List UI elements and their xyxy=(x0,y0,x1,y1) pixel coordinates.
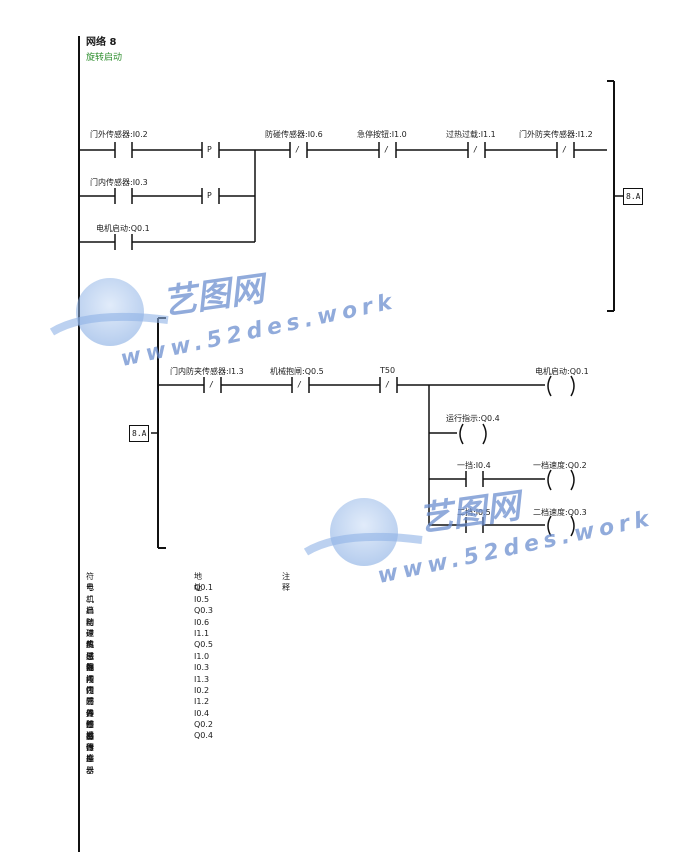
header-address: 地址 xyxy=(194,572,202,593)
nc-symbol: / xyxy=(473,145,478,154)
symbol-address: I1.3 xyxy=(194,674,210,684)
coil-label: 电机启动:Q0.1 xyxy=(535,367,589,376)
symbol-name: 电机启动 xyxy=(86,583,94,627)
contact-label: 二挡:I0.5 xyxy=(457,508,491,517)
symbol-name: 一档速度 xyxy=(86,720,94,764)
header-symbol: 符号 xyxy=(86,572,94,593)
contact-label: 一挡:I0.4 xyxy=(457,461,491,470)
contact-label: 电机启动:Q0.1 xyxy=(96,224,150,233)
symbol-name: 门内传感器 xyxy=(86,663,94,718)
connector-in[interactable]: 8.A xyxy=(129,425,150,442)
symbol-address: I0.5 xyxy=(194,594,210,604)
symbol-address: I0.2 xyxy=(194,685,210,695)
contact-label: 急停按钮:I1.0 xyxy=(357,130,407,139)
symbol-address: I0.3 xyxy=(194,663,210,673)
contact-label: 门内防夹传感器:I1.3 xyxy=(170,367,244,376)
network-comment: 旋转启动 xyxy=(86,53,123,63)
symbol-name: 二档 xyxy=(86,594,94,616)
coil-label: 运行指示:Q0.4 xyxy=(446,414,500,423)
symbol-address: I1.2 xyxy=(194,697,210,707)
coil-symbol[interactable] xyxy=(543,514,579,542)
contact-label: 门外防夹传感器:I1.2 xyxy=(519,130,593,139)
coil-label: 一档速度:Q0.2 xyxy=(533,461,587,470)
symbol-name: 过热过载 xyxy=(86,628,94,673)
symbol-name: 运行指示 xyxy=(86,731,94,775)
contact-label: 防碰传感器:I0.6 xyxy=(265,130,323,139)
coil-symbol[interactable] xyxy=(543,374,579,402)
symbol-address: Q0.1 xyxy=(194,583,214,593)
coil-label: 二档速度:Q0.3 xyxy=(533,508,587,517)
pulse-symbol: P xyxy=(207,145,212,154)
symbol-name: 一挡 xyxy=(86,708,94,730)
contact-label: 门内传感器:I0.3 xyxy=(90,178,148,187)
symbol-name: 急停按钮 xyxy=(86,651,94,695)
contact-label: 机械抱闸:Q0.5 xyxy=(270,367,324,376)
connector-out[interactable]: 8.A xyxy=(623,188,644,205)
symbol-address: I0.4 xyxy=(194,708,210,718)
contact-label: 门外传感器:I0.2 xyxy=(90,130,148,139)
symbol-address: I1.1 xyxy=(194,628,210,638)
network-title: 网络 8 xyxy=(86,37,117,48)
nc-symbol: / xyxy=(562,145,567,154)
symbol-address: I1.0 xyxy=(194,651,210,661)
symbol-name: 机械抱闸 xyxy=(86,640,94,684)
coil-symbol[interactable] xyxy=(455,422,491,450)
symbol-name: 防碰传感器 xyxy=(86,617,94,673)
nc-symbol: / xyxy=(384,145,389,154)
symbol-name: 二档速度 xyxy=(86,606,94,650)
nc-symbol: / xyxy=(295,145,300,154)
contact-label: T50 xyxy=(380,366,396,375)
header-comment: 注释 xyxy=(282,572,290,593)
contact-label: 过热过载:I1.1 xyxy=(446,130,496,139)
symbol-address: Q0.5 xyxy=(194,640,214,650)
symbol-name: 门外防夹传感器 xyxy=(86,697,94,775)
nc-symbol: / xyxy=(297,380,302,389)
nc-symbol: / xyxy=(385,380,390,389)
nc-symbol: / xyxy=(209,380,214,389)
symbol-address: Q0.2 xyxy=(194,720,214,730)
symbol-address: Q0.3 xyxy=(194,606,214,616)
coil-symbol[interactable] xyxy=(543,468,579,496)
symbol-address: I0.6 xyxy=(194,617,210,627)
symbol-name: 门内防夹传感器 xyxy=(86,674,94,752)
symbol-name: 门外传感器 xyxy=(86,685,94,741)
pulse-symbol: P xyxy=(207,191,212,200)
symbol-address: Q0.4 xyxy=(194,731,214,741)
